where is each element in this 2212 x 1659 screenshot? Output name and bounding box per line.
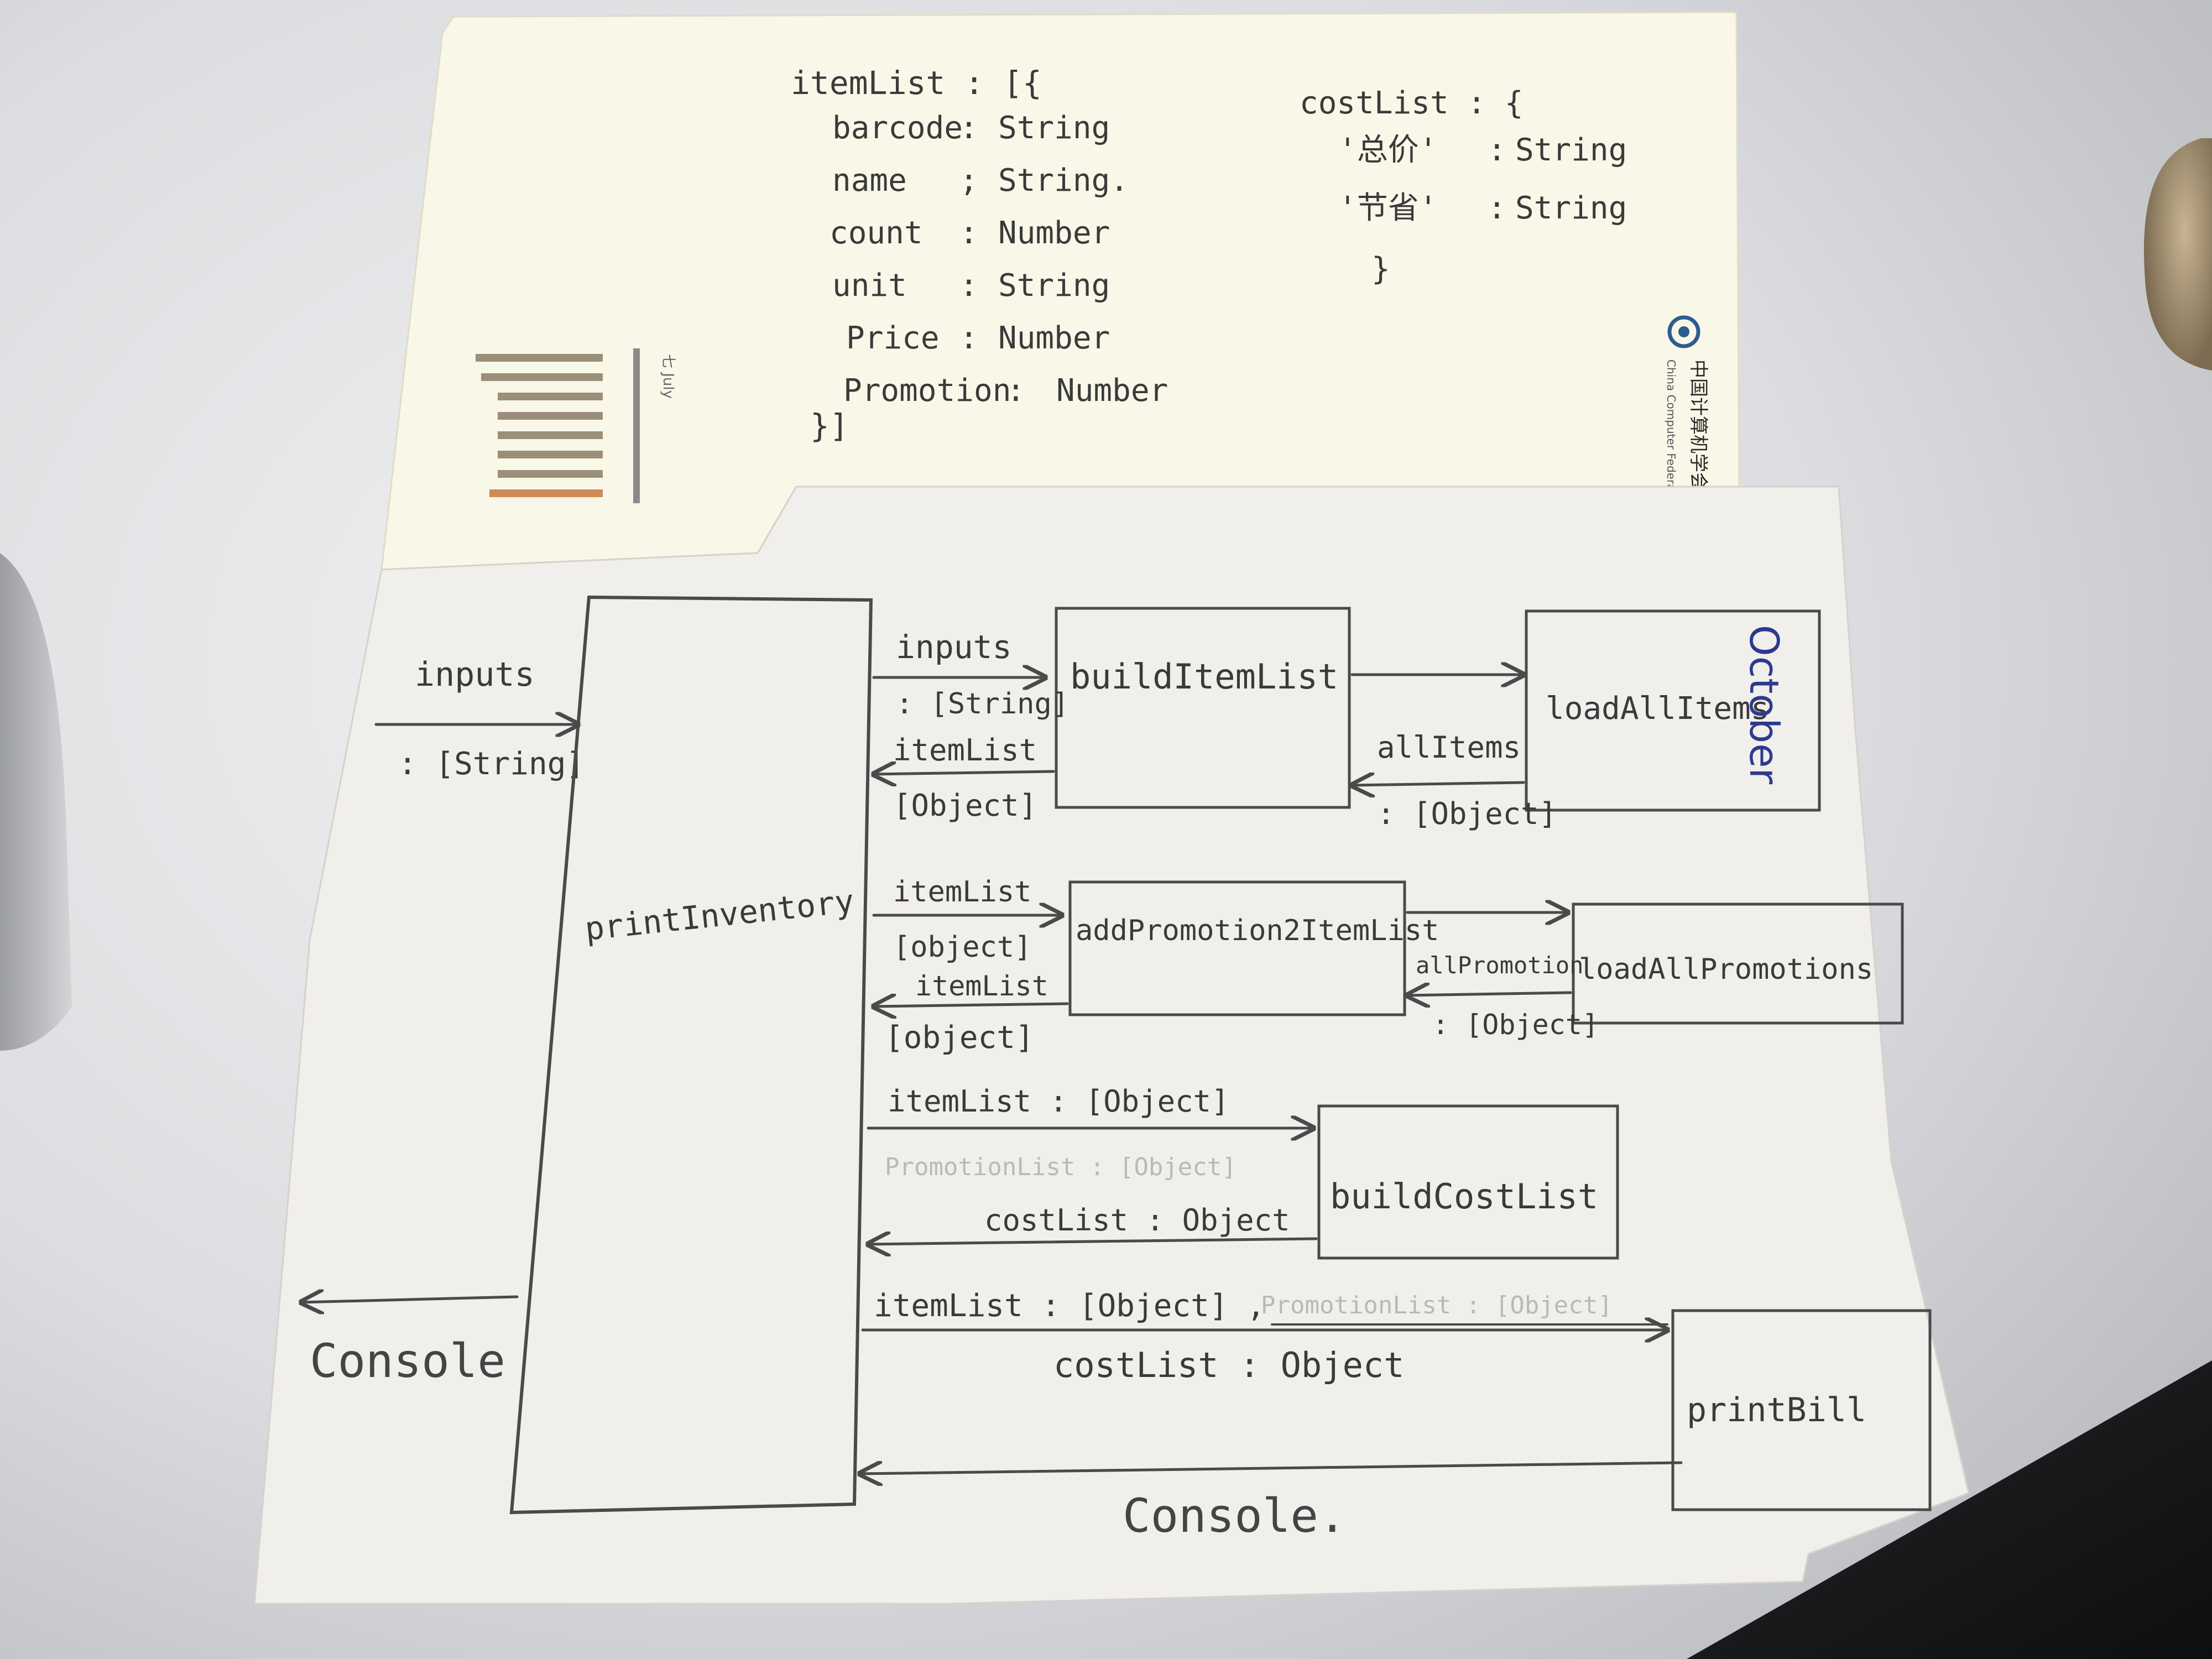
- cost-list-fields: '总价':String '节省':String: [1338, 132, 1627, 226]
- input-arrow-label: inputs: [415, 655, 535, 694]
- item-field-sep: :: [959, 320, 978, 356]
- arrow-8-label: costList : Object: [984, 1203, 1290, 1238]
- item-field-sep: :: [1006, 373, 1025, 409]
- arrow-main-to-build-cost: itemList : [Object] PromotionList : [Obj…: [867, 1084, 1313, 1181]
- item-field-name: unit: [832, 268, 907, 304]
- arrow-9-second: costList : Object: [1053, 1345, 1405, 1385]
- load-all-promotions-label: loadAllPromotions: [1579, 953, 1873, 986]
- load-all-items-box: loadAllItems October: [1525, 609, 1821, 812]
- arrow-main-to-print-bill: itemList : [Object] , PromotionList : [O…: [861, 1288, 1667, 1385]
- cost-list-close: }: [1371, 251, 1390, 287]
- cost-field-name: '总价': [1338, 132, 1437, 168]
- arrow-load-promotions-to-add: allPromotion : [Object]: [1407, 952, 1599, 1041]
- add-promotion-box: addPromotion2ItemList: [1068, 880, 1439, 1016]
- arrow-2-type: [Object]: [893, 788, 1037, 823]
- item-field-name: name: [832, 163, 907, 199]
- item-field-sep: :: [959, 110, 978, 146]
- arrow-main-to-add-promotion: itemList [object]: [872, 875, 1062, 964]
- ccf-logo-text: 中国计算机学会: [1687, 359, 1709, 491]
- arrow-3-type: : [Object]: [1377, 796, 1557, 831]
- item-field-type: Number: [998, 320, 1110, 356]
- add-promotion-label: addPromotion2ItemList: [1076, 914, 1439, 947]
- build-cost-list-box: buildCostList: [1317, 1104, 1619, 1260]
- item-field-type: String: [998, 268, 1110, 304]
- arrow-add-promotion-to-main: itemList [object]: [874, 970, 1069, 1056]
- computer-mouse: [2143, 138, 2212, 371]
- arrow-6-label: allPromotion: [1416, 952, 1583, 979]
- input-arrow-type: : [String]: [398, 746, 585, 782]
- item-field-name: count: [830, 215, 923, 251]
- arrow-load-items-to-build: allItems : [Object]: [1352, 730, 1557, 831]
- arrow-9-faint: PromotionList : [Object]: [1261, 1291, 1613, 1319]
- cost-field-name: '节省': [1338, 190, 1437, 226]
- calendar-month: 七 July: [660, 354, 676, 399]
- cost-field-sep: :: [1488, 190, 1506, 226]
- arrow-6-type: : [Object]: [1432, 1009, 1599, 1041]
- cost-list-schema: costList : { '总价':String '节省':String }: [1300, 85, 1627, 287]
- item-field-name: Price: [846, 320, 940, 356]
- ccf-logo-icon: [1667, 315, 1700, 348]
- item-field-sep: :: [959, 215, 978, 251]
- arrow-7-faint: PromotionList : [Object]: [885, 1153, 1237, 1181]
- item-field-type: Number: [998, 215, 1110, 251]
- arrow-7-label: itemList : [Object]: [888, 1084, 1229, 1119]
- item-list-schema: itemList : [{ barcode: String name; String.…: [791, 64, 1168, 445]
- arrow-5-type: [object]: [885, 1020, 1034, 1056]
- cost-list-open: costList : {: [1300, 85, 1524, 121]
- arrow-4-label: itemList: [893, 875, 1031, 909]
- october-stamp: October: [1741, 625, 1787, 785]
- print-bill-box: printBill: [1671, 1309, 1932, 1511]
- item-field-type: String: [998, 110, 1110, 146]
- item-field-name: Promotion: [843, 373, 1011, 409]
- monitor-edge: [0, 553, 72, 1051]
- item-list-open: itemList : [{: [791, 64, 1042, 102]
- console-bottom-label: Console.: [1123, 1489, 1347, 1543]
- arrow-5-label: itemList: [915, 970, 1048, 1002]
- load-all-items-label: loadAllItems: [1546, 691, 1770, 727]
- print-bill-label: printBill: [1687, 1391, 1866, 1430]
- item-field-type: String.: [998, 163, 1129, 199]
- item-list-fields: barcode: String name; String. count: Number un…: [830, 110, 1168, 409]
- arrow-print-bill-to-main: Console.: [860, 1463, 1683, 1543]
- item-list-close: }]: [810, 407, 849, 445]
- dark-corner: [1687, 1360, 2212, 1659]
- arrow-build-to-main: itemList [Object]: [874, 733, 1055, 823]
- arrow-3-label: allItems: [1377, 730, 1521, 765]
- console-left-label: Console: [310, 1334, 505, 1388]
- arrow-inputs-to-build: inputs : [String]: [872, 628, 1069, 721]
- arrow-9-label: itemList : [Object] ,: [874, 1288, 1265, 1324]
- cost-field-type: String: [1515, 132, 1627, 168]
- calendar-strip: 七 July: [476, 348, 676, 503]
- input-arrow: inputs : [String]: [374, 655, 585, 782]
- build-cost-list-label: buildCostList: [1330, 1176, 1598, 1217]
- build-item-list-label: buildItemList: [1070, 656, 1338, 697]
- top-sheet: itemList : [{ barcode:Stringname;String.…: [380, 11, 1740, 571]
- arrow-2-label: itemList: [893, 733, 1037, 768]
- arrow-build-cost-to-main: costList : Object: [868, 1203, 1318, 1244]
- item-field-type: Number: [1056, 373, 1168, 409]
- cost-field-sep: :: [1488, 132, 1506, 168]
- arrow-1-type: : [String]: [896, 687, 1069, 721]
- arrow-4-type: [object]: [893, 931, 1031, 964]
- load-all-promotions-box: loadAllPromotions: [1572, 902, 1904, 1025]
- item-field-sep: :: [959, 268, 978, 304]
- item-field-name: barcode: [832, 110, 963, 146]
- arrow-1-label: inputs: [896, 628, 1012, 666]
- item-field-sep: ;: [959, 163, 978, 199]
- console-output-left: Console: [301, 1297, 519, 1388]
- cost-field-type: String: [1515, 190, 1627, 226]
- build-item-list-box: buildItemList: [1055, 607, 1351, 809]
- diagram-sheet: inputs : [String] printInventory Console…: [253, 486, 1970, 1605]
